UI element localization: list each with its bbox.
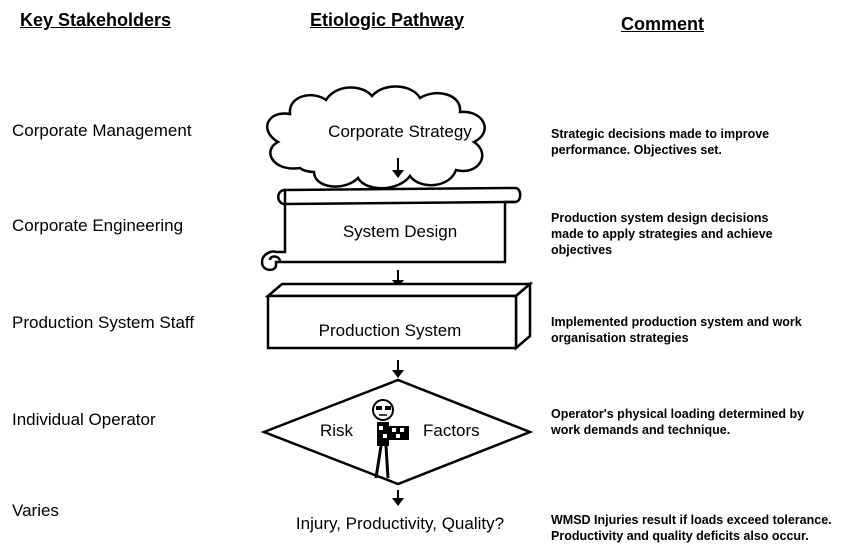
comment-varies: WMSD Injuries result if loads exceed tol… [551, 513, 832, 543]
header-key-stakeholders: Key Stakeholders [20, 10, 172, 30]
pathway-factors-label: Factors [423, 421, 480, 440]
scroll-shape [260, 186, 522, 272]
pathway-outcome: Injury, Productivity, Quality? [295, 514, 505, 533]
cloud-shape [266, 85, 486, 190]
arrow-1 [392, 158, 404, 178]
stakeholder-corporate-engineering: Corporate Engineering [12, 216, 184, 235]
pathway-system-design: System Design [342, 222, 458, 241]
stakeholder-individual-operator: Individual Operator [12, 410, 156, 429]
header-comment: Comment [621, 14, 705, 34]
header-etiologic-pathway: Etiologic Pathway [310, 10, 465, 30]
pathway-risk-label: Risk [320, 421, 354, 440]
comment-individual-operator: Operator's physical loading determined b… [551, 407, 805, 437]
comment-corporate-management: Strategic decisions made to improve perf… [551, 127, 770, 157]
stakeholder-varies: Varies [12, 501, 59, 520]
pathway-production-system: Production System [318, 321, 462, 340]
arrow-3 [392, 360, 404, 378]
operator-figure-icon [372, 399, 409, 479]
pathway-corporate-strategy: Corporate Strategy [328, 122, 472, 141]
stakeholder-corporate-management: Corporate Management [12, 121, 192, 140]
stakeholder-production-system-staff: Production System Staff [12, 313, 195, 332]
arrow-4 [392, 490, 404, 506]
comment-production-system-staff: Implemented production system and work o… [551, 315, 802, 345]
production-box-shape [264, 281, 534, 351]
comment-corporate-engineering: Production system design decisions made … [551, 211, 773, 257]
